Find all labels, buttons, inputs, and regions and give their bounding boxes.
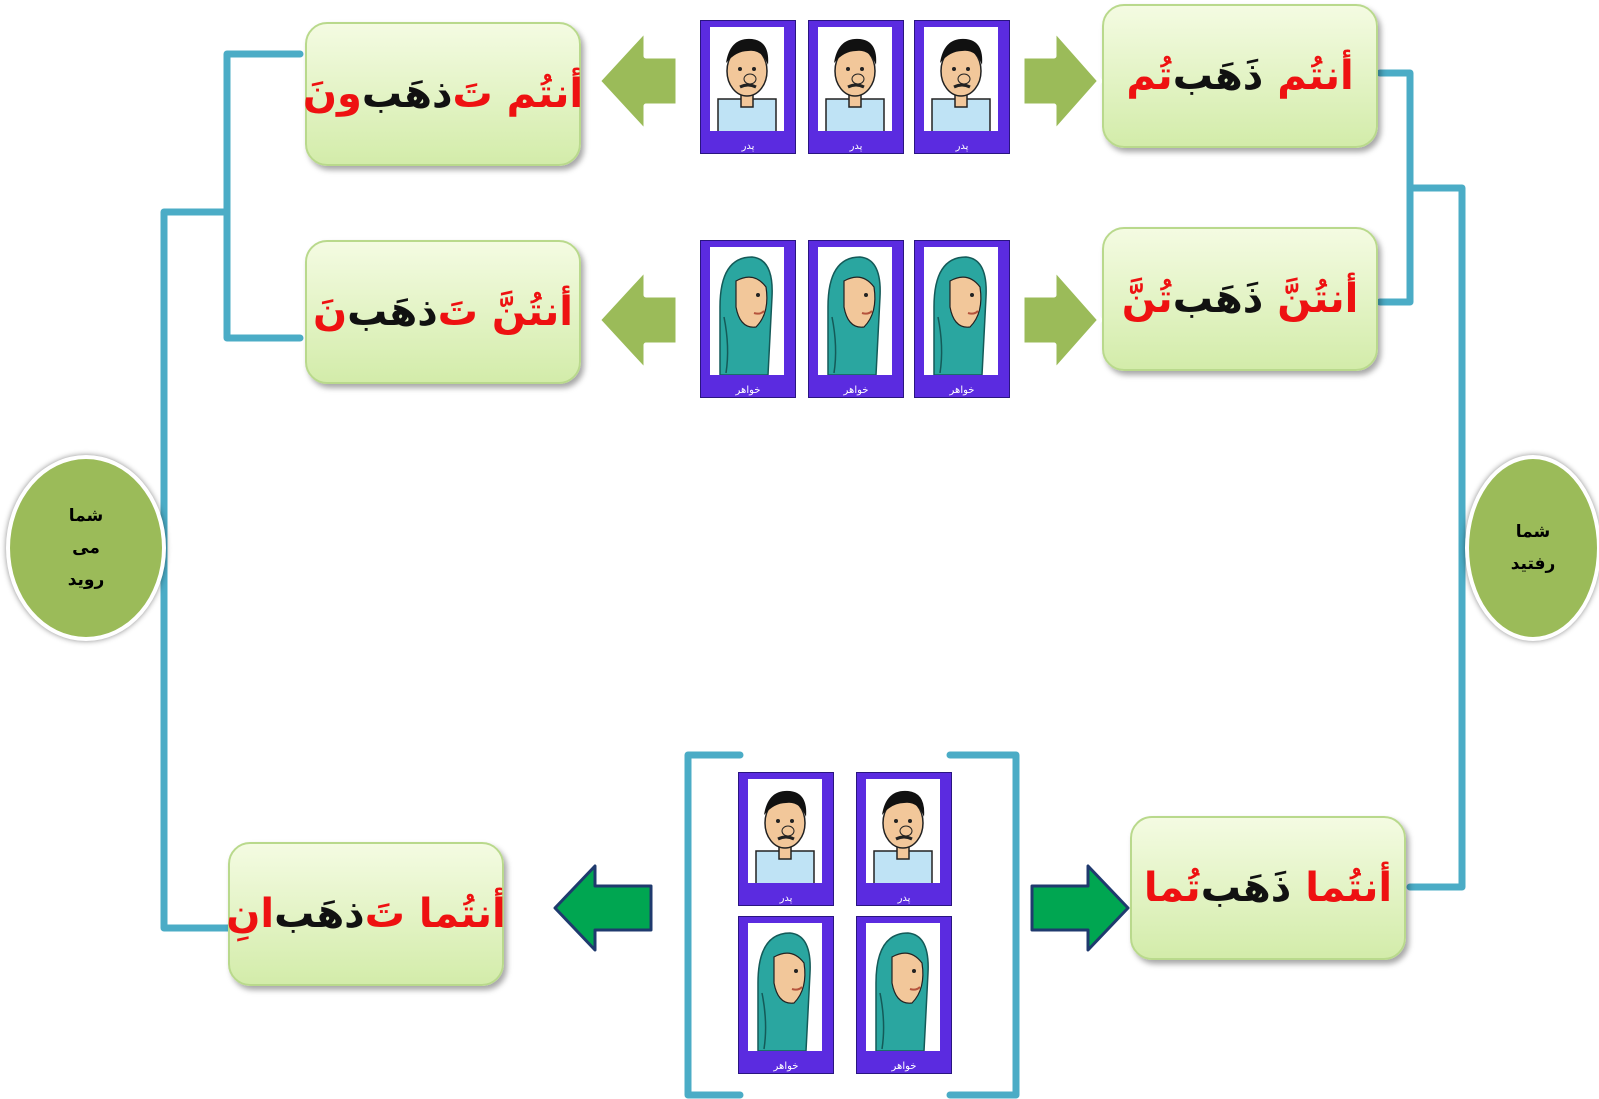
father-card: پدر [914, 20, 1010, 154]
suffix: انِ [226, 891, 275, 937]
bottom-left-bracket [684, 751, 744, 1099]
label-line: می [72, 538, 100, 558]
verb-stem: ذَهَب [1172, 276, 1264, 322]
father-card: پدر [700, 20, 796, 154]
arrow-left-icon [553, 864, 653, 952]
label-line: روید [67, 570, 105, 590]
father-card: پدر [808, 20, 904, 154]
left-bracket-top [223, 50, 304, 342]
card-caption: خواهر [773, 1061, 799, 1072]
suffix: تُنَّ [1121, 276, 1173, 322]
pronoun: أنتُم [1277, 53, 1354, 99]
suffix: تُما [1143, 865, 1201, 911]
woman-hijab-icon [748, 923, 822, 1051]
left-main-connector [160, 208, 232, 932]
woman-hijab-icon [818, 247, 892, 375]
card-caption: پدر [741, 141, 755, 152]
label-line: شما [1515, 522, 1551, 542]
card-caption: پدر [955, 141, 969, 152]
sister-card: خواهر [700, 240, 796, 398]
card-caption: پدر [779, 893, 793, 904]
pronoun: أنتُنَّ [1277, 276, 1359, 322]
right-bracket-top [1376, 69, 1414, 306]
suffix: نَ [313, 289, 348, 335]
man-icon [866, 779, 940, 883]
verb-stem: ذَهَب [1172, 53, 1264, 99]
label-line: رفتید [1510, 554, 1556, 574]
man-icon [710, 27, 784, 131]
arrow-left-icon [598, 265, 680, 375]
pronoun: أنتُنَّ [491, 289, 573, 335]
card-caption: خواهر [891, 1061, 917, 1072]
right-main-connector [1406, 184, 1466, 891]
sister-card: خواهر [738, 916, 834, 1074]
suffix: تُم [1126, 53, 1173, 99]
card-caption: خواهر [843, 385, 869, 396]
father-card: پدر [856, 772, 952, 906]
pronoun: أنتُما [418, 891, 506, 937]
arrow-right-icon [1030, 864, 1130, 952]
card-caption: خواهر [949, 385, 975, 396]
pronoun: أنتُم [506, 71, 584, 117]
woman-hijab-icon [924, 247, 998, 375]
past-tense-label: شما رفتید [1465, 455, 1599, 641]
verb-stem: ذهَب [361, 71, 453, 117]
card-caption: خواهر [735, 385, 761, 396]
card-caption: پدر [849, 141, 863, 152]
sister-card: خواهر [808, 240, 904, 398]
suffix: ونَ [302, 71, 362, 117]
card-caption: پدر [897, 893, 911, 904]
sister-card: خواهر [856, 916, 952, 1074]
man-icon [748, 779, 822, 883]
arrow-right-icon [1020, 26, 1102, 136]
label-line: شما [68, 506, 104, 526]
present-tense-label: شما می روید [6, 455, 166, 641]
verb-stem: ذهَب [347, 289, 438, 335]
prefix: تَ [452, 71, 493, 117]
woman-hijab-icon [710, 247, 784, 375]
man-icon [818, 27, 892, 131]
prefix: تَ [364, 891, 405, 937]
bottom-right-bracket [946, 751, 1020, 1099]
man-icon [924, 27, 998, 131]
arrow-left-icon [598, 26, 680, 136]
sister-card: خواهر [914, 240, 1010, 398]
prefix: تَ [437, 289, 478, 335]
woman-hijab-icon [866, 923, 940, 1051]
pronoun: أنتُما [1305, 865, 1393, 911]
arrow-right-icon [1020, 265, 1102, 375]
father-card: پدر [738, 772, 834, 906]
verb-stem: ذهَب [274, 891, 365, 937]
verb-stem: ذَهَب [1200, 865, 1292, 911]
